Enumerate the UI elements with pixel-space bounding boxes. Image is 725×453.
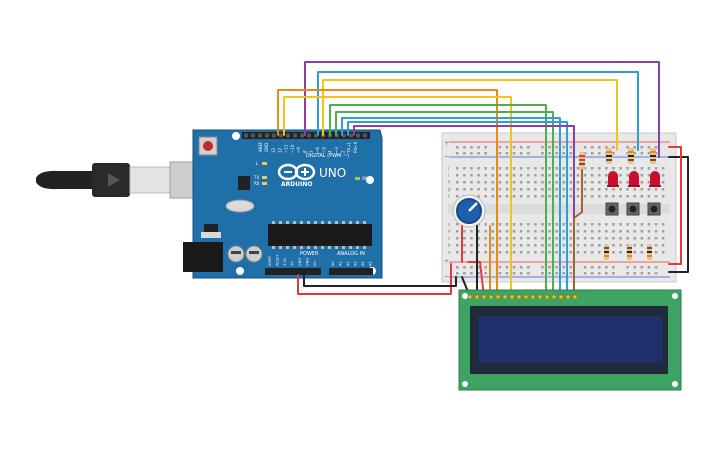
analog-pin-label: A4 (361, 261, 365, 266)
rail-plus-bottom: + (444, 258, 449, 265)
lcd-16x2-display (458, 289, 682, 391)
led-icon (629, 171, 639, 186)
row-letter: d (448, 229, 451, 234)
analog-pin-label: A0 (331, 261, 335, 266)
breadboard-holes (456, 146, 665, 275)
led-rx-label: RX (254, 181, 260, 186)
infinity-logo-icon (277, 163, 316, 181)
led-tx-label: TX (253, 175, 259, 180)
digital-pin-label: 8 (303, 150, 308, 153)
digital-pin-label: ~5 (321, 147, 326, 153)
on-label: ON (362, 176, 368, 181)
power-pin-label: RESET (276, 254, 280, 266)
analog-pin-label: A3 (354, 261, 358, 266)
red-leds (607, 171, 661, 187)
digital-pin-label: ~9 (296, 147, 301, 153)
power-pin-label: 3.3V (283, 257, 287, 266)
digital-pin-label: ~3 (334, 147, 339, 153)
digital-pin-label: 13 (271, 147, 276, 153)
digital-pin-label: 12 (277, 147, 282, 153)
digital-pin-label: RX←0 (353, 141, 358, 153)
aref-label: AREF (258, 141, 263, 152)
row-letter: a (448, 250, 451, 255)
power-pin-label: IOREF (268, 256, 272, 266)
power-pin-label: 5V (291, 261, 295, 266)
pushbuttons[interactable] (605, 202, 661, 216)
resistor-vertical (579, 152, 585, 170)
power-label: POWER (300, 251, 319, 257)
digital-pin-label: ~11 (284, 144, 289, 153)
led-l-label: L (256, 161, 259, 166)
power-pin-label: Vin (313, 260, 317, 266)
lcd-pin-header (467, 294, 578, 300)
pulldown-resistors (604, 244, 652, 260)
row-letter: h (448, 180, 451, 185)
rail-minus-bottom: − (444, 273, 449, 280)
digital-pin-label: 2 (340, 150, 345, 153)
rail-minus-top: − (444, 153, 449, 160)
rail-plus-top: + (444, 140, 449, 147)
digital-header (242, 132, 370, 139)
reset-button-icon[interactable] (198, 136, 218, 156)
power-pin-label: GND (306, 258, 310, 266)
model-label: UNO (319, 166, 346, 180)
row-letter: b (448, 243, 451, 248)
potentiometer[interactable] (452, 194, 486, 228)
led-icon (608, 171, 618, 186)
gnd-label: GND (264, 143, 269, 152)
row-letter: f (448, 194, 450, 199)
digital-pin-label: ~10 (290, 144, 295, 153)
lcd-screen (478, 316, 662, 363)
digital-pin-label: ~6 (315, 147, 320, 153)
digital-label: DIGITAL (PWM ~) (306, 153, 349, 159)
row-letter: g (448, 187, 451, 192)
row-letter: e (448, 222, 451, 227)
power-pin-label: GND (298, 258, 302, 266)
led-icon (650, 171, 660, 186)
analog-pin-label: A5 (369, 261, 373, 266)
led-resistors (606, 148, 656, 164)
atmega-chip (268, 224, 372, 246)
row-letter: c (448, 236, 450, 241)
wires (277, 61, 689, 298)
power-header (265, 268, 321, 275)
digital-pin-label: TX→1 (347, 141, 352, 154)
usb-cable-icon (36, 161, 219, 199)
analog-pin-label: A2 (346, 261, 350, 266)
analog-pin-label: A1 (339, 261, 343, 266)
digital-pin-label: 4 (328, 150, 333, 153)
analog-header (329, 268, 373, 275)
analog-label: ANALOG IN (337, 251, 365, 257)
row-letter: i (448, 173, 449, 178)
arduino-logo-text: ARDUINO (281, 181, 312, 188)
row-letter: j (447, 166, 449, 171)
digital-pin-label: 7 (309, 150, 314, 153)
